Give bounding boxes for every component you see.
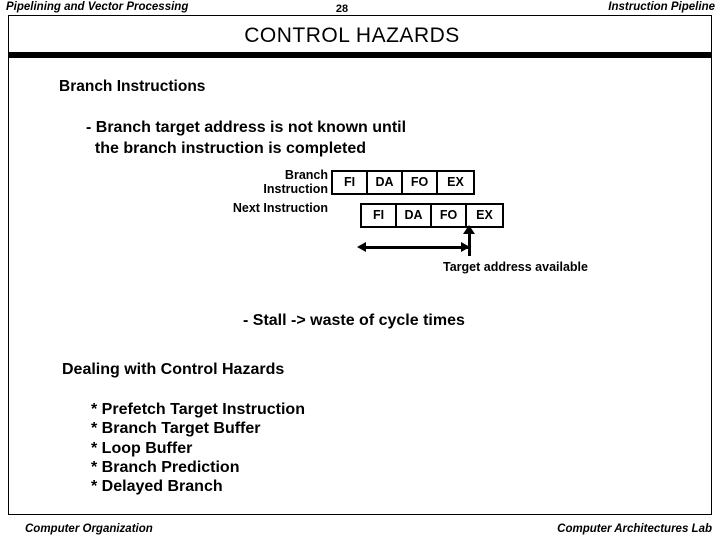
title-underline-bar (8, 52, 712, 58)
diagram-annotation-target-address: Target address available (443, 260, 588, 274)
pipeline-stage-cell: FO (432, 205, 467, 226)
bullet-branch-target-address: - Branch target address is not known unt… (86, 119, 407, 157)
pipeline-stage-cell: DA (368, 172, 403, 193)
arrow-right-icon (461, 242, 470, 252)
pipeline-stage-cell: EX (447, 175, 464, 190)
pipeline-stage-cell: FO (403, 172, 438, 193)
header-left-text: Pipelining and Vector Processing (6, 1, 189, 13)
pipeline-stage-cell: EX (476, 208, 493, 223)
slide-page-number: 28 (335, 3, 349, 15)
pipeline-row-branch-instruction: FI DA FO EX (331, 170, 475, 195)
bullet-stall-waste-cycles: - Stall -> waste of cycle times (243, 312, 465, 329)
control-hazard-techniques-list: * Prefetch Target Instruction * Branch T… (91, 401, 305, 496)
up-arrow-icon (463, 225, 475, 234)
diagram-row2-label: Next Instruction (232, 201, 328, 215)
slide-left-rule (8, 52, 9, 514)
slide-right-rule (711, 52, 712, 514)
page-title: CONTROL HAZARDS (244, 24, 460, 47)
stall-span-line (364, 246, 469, 249)
footer-divider (8, 514, 712, 515)
arrow-left-icon (357, 242, 366, 252)
section-heading-branch-instructions: Branch Instructions (59, 78, 206, 95)
diagram-row1-label: Branch Instruction (263, 168, 328, 196)
title-frame (8, 15, 712, 52)
pipeline-stage-cell: FI (362, 205, 397, 226)
footer-left-text: Computer Organization (25, 523, 153, 535)
pipeline-row-next-instruction: FI DA FO EX (360, 203, 504, 228)
header-right-text: Instruction Pipeline (608, 1, 715, 13)
section-heading-dealing-with-control-hazards: Dealing with Control Hazards (62, 361, 285, 378)
footer-right-text: Computer Architectures Lab (557, 523, 712, 535)
pipeline-stage-cell: DA (397, 205, 432, 226)
pipeline-stage-cell: FI (333, 172, 368, 193)
